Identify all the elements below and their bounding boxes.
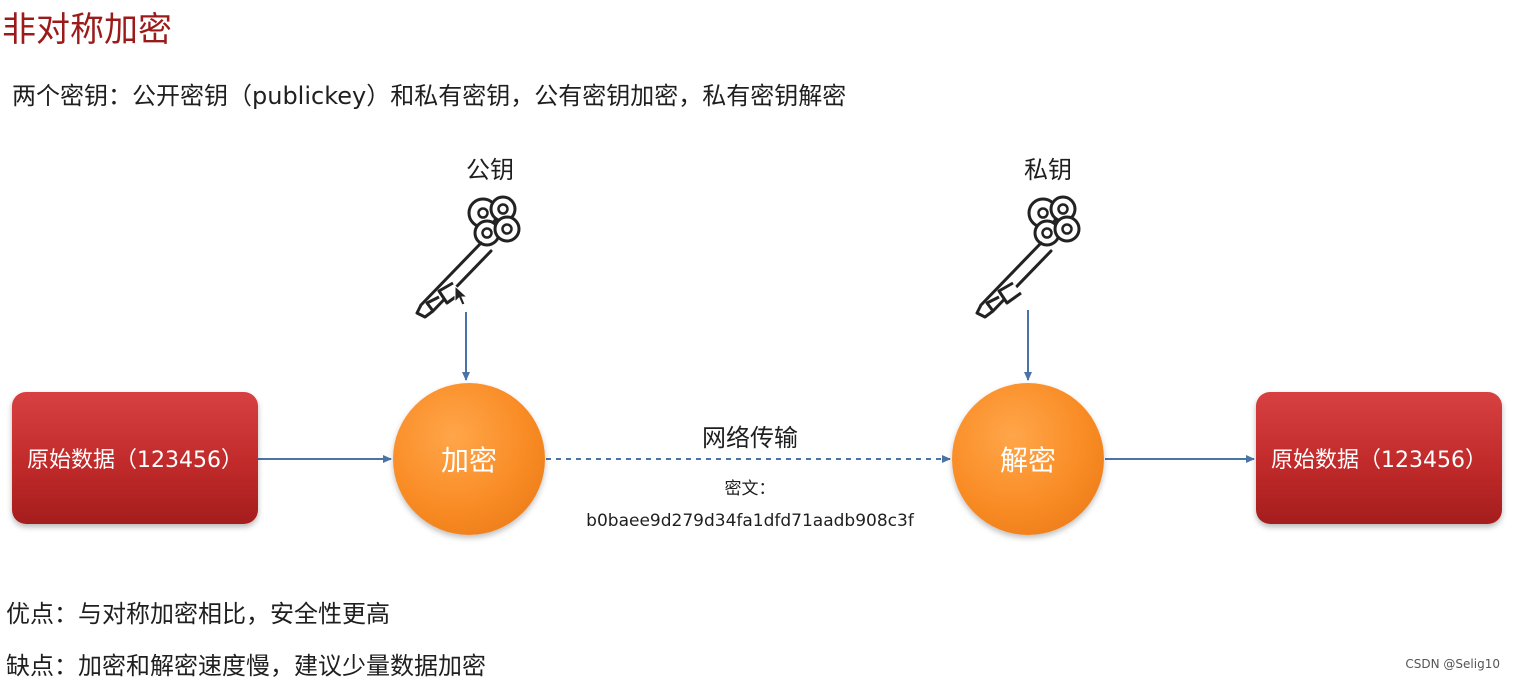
ciphertext-label: 密文：	[724, 479, 776, 499]
pros-text: 优点：与对称加密相比，安全性更高	[6, 600, 390, 628]
cons-text: 缺点：加密和解密速度慢，建议少量数据加密	[6, 652, 486, 680]
public-key-label: 公钥	[466, 156, 514, 184]
mouse-cursor-icon	[454, 284, 469, 306]
key-icon	[415, 195, 521, 319]
intro-text: 两个密钥：公开密钥（publickey）和私有密钥，公有密钥加密，私有密钥解密	[12, 82, 847, 110]
target-data-box: 原始数据（123456）	[1256, 392, 1502, 524]
ciphertext-value: b0baee9d279d34fa1dfd71aadb908c3f	[586, 511, 914, 531]
watermark: CSDN @Selig10	[1405, 657, 1500, 671]
private-key-label: 私钥	[1024, 156, 1072, 184]
source-data-box: 原始数据（123456）	[12, 392, 258, 524]
decrypt-node: 解密	[952, 383, 1104, 535]
key-icon	[975, 195, 1081, 319]
network-transfer-label: 网络传输	[702, 424, 798, 452]
encrypt-node: 加密	[393, 383, 545, 535]
page-title: 非对称加密	[2, 10, 172, 50]
